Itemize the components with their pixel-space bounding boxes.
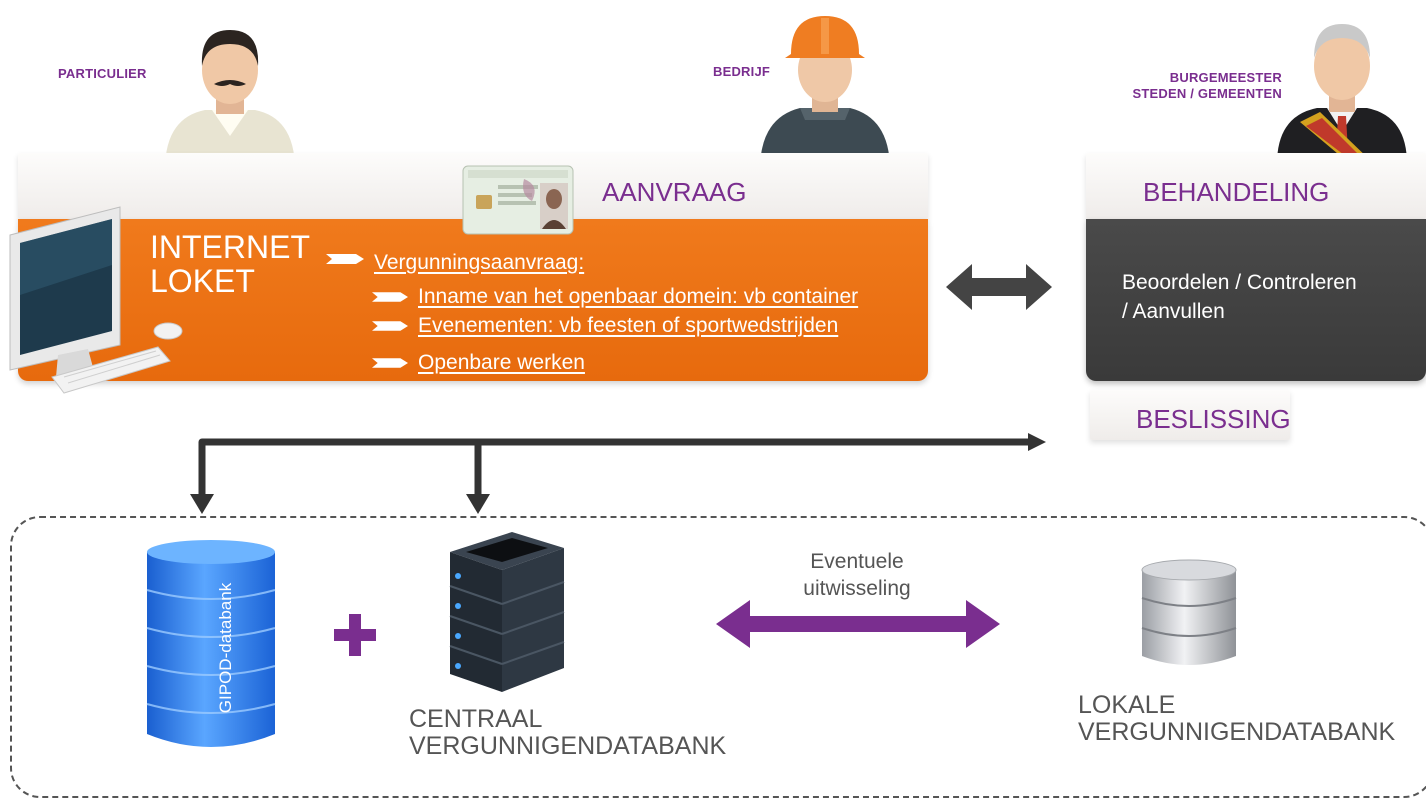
list-item: Openbare werken: [372, 351, 585, 375]
exchange-double-arrow-icon: [716, 600, 1000, 648]
particulier-person-icon: [160, 18, 300, 170]
aanvraag-title: AANVRAAG: [602, 177, 747, 207]
behandeling-text: Beoordelen / Controleren / Aanvullen: [1122, 268, 1357, 326]
internet-loket-line2: LOKET: [150, 263, 255, 299]
flow-arrows: [190, 433, 1046, 514]
behandeling-panel: [1086, 219, 1426, 381]
flow-arrowhead-right: [1028, 433, 1046, 451]
lokale-caption-line1: LOKALE: [1078, 691, 1176, 719]
flow-arrowhead-middle-down: [466, 494, 490, 514]
aanvraag-item-list: Vergunningsaanvraag:: [374, 251, 584, 281]
beslissing-band: [1090, 390, 1290, 440]
gipod-database-icon: GIPOD-databank: [144, 538, 278, 760]
list-item-text: Inname van het openbaar domein: vb conta…: [418, 285, 859, 308]
lokale-database-caption: LOKALE VERGUNNIGENDATABANK: [1078, 692, 1395, 746]
local-database-icon: [1140, 558, 1238, 670]
burgemeester-label: BURGEMEESTER STEDEN / GEMEENTEN: [1100, 70, 1282, 102]
chevron-bullet-icon: [372, 321, 408, 331]
burgemeester-label-line1: BURGEMEESTER: [1169, 70, 1282, 85]
plus-icon: [334, 614, 376, 656]
list-item: Evenementen: vb feesten of sportwedstrij…: [372, 314, 838, 338]
list-item: Inname van het openbaar domein: vb conta…: [372, 285, 858, 309]
gipod-database-label: GIPOD-databank: [216, 582, 235, 714]
chevron-bullet-icon: [372, 292, 408, 302]
double-arrow-icon: [946, 264, 1052, 310]
loket-chevron-icon: [326, 254, 364, 264]
centraal-caption-line2: VERGUNNIGENDATABANK: [409, 732, 727, 760]
aanvraag-panel: [18, 219, 928, 381]
burgemeester-label-line2: STEDEN / GEMEENTEN: [1132, 86, 1282, 101]
chevron-bullet-icon: [372, 358, 408, 368]
computer-monitor-icon: [8, 205, 198, 403]
behandeling-text-line2: / Aanvullen: [1122, 300, 1225, 323]
beslissing-title: BESLISSING: [1136, 404, 1291, 434]
list-item-text: Evenementen: vb feesten of sportwedstrij…: [418, 314, 839, 337]
id-card-icon: [462, 165, 574, 235]
list-item: Vergunningsaanvraag:: [374, 251, 584, 275]
burgemeester-person-icon: [1272, 12, 1412, 164]
list-item-text: Openbare werken: [418, 351, 585, 374]
behandeling-text-line1: Beoordelen / Controleren: [1122, 271, 1357, 294]
exchange-label-line1: Eventuele: [810, 550, 904, 573]
behandeling-header-band: [1086, 153, 1426, 219]
behandeling-title: BEHANDELING: [1143, 177, 1330, 207]
list-item-text: Vergunningsaanvraag:: [374, 251, 585, 274]
internet-loket-line1: INTERNET: [150, 229, 310, 265]
centraal-database-caption: CENTRAAL VERGUNNIGENDATABANK: [409, 706, 726, 760]
server-icon: [440, 528, 566, 692]
exchange-label-line2: uitwisseling: [803, 577, 911, 600]
bedrijf-worker-icon: [755, 8, 895, 170]
particulier-label: PARTICULIER: [58, 66, 147, 81]
internet-loket-label: INTERNET LOKET: [150, 230, 310, 298]
centraal-caption-line1: CENTRAAL: [409, 705, 543, 733]
lokale-caption-line2: VERGUNNIGENDATABANK: [1078, 718, 1396, 746]
exchange-label: Eventuele uitwisseling: [792, 548, 922, 602]
bedrijf-label: BEDRIJF: [713, 64, 771, 79]
flow-arrowhead-left-down: [190, 494, 214, 514]
